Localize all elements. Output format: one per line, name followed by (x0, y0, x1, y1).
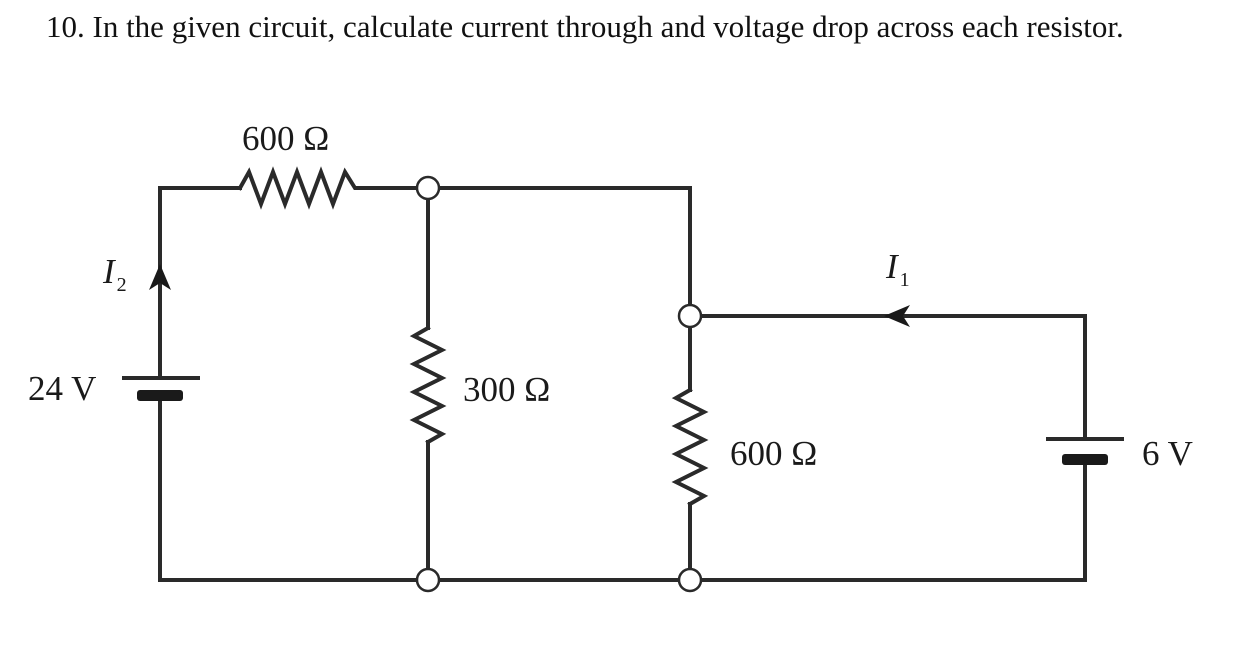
wire-bottom (426, 461, 1087, 582)
resistor-right-symbol (671, 387, 709, 507)
junction-node-bottom-right (677, 567, 703, 593)
resistor-top-symbol (237, 166, 430, 210)
wire-top-right (426, 186, 692, 318)
current-i1-symbol: I (885, 247, 900, 286)
junction-node-right (677, 303, 703, 329)
battery-6v-negative-plate (1062, 454, 1108, 465)
wire-right-top (688, 314, 1087, 439)
question-text: 10. In the given circuit, calculate curr… (46, 9, 1124, 44)
current-i2-subscript: 2 (117, 274, 127, 296)
wire-left-lower (158, 394, 430, 582)
wire-left-upper (158, 186, 242, 377)
resistor-right-label: 600 Ω (730, 434, 817, 473)
battery-6v-label: 6 V (1142, 434, 1193, 473)
resistor-middle-label: 300 Ω (463, 370, 550, 409)
battery-24v-negative-plate (137, 390, 183, 401)
current-i2-symbol: I (102, 252, 117, 291)
resistor-middle-symbol (409, 325, 447, 445)
battery-24v-label: 24 V (28, 369, 96, 408)
junction-node-top (415, 175, 441, 201)
current-i1-arrow (884, 305, 910, 327)
junction-node-bottom-middle (415, 567, 441, 593)
current-i2-arrow (149, 264, 171, 290)
resistor-top-label: 600 Ω (242, 119, 329, 158)
current-i1-subscript: 1 (900, 269, 910, 291)
